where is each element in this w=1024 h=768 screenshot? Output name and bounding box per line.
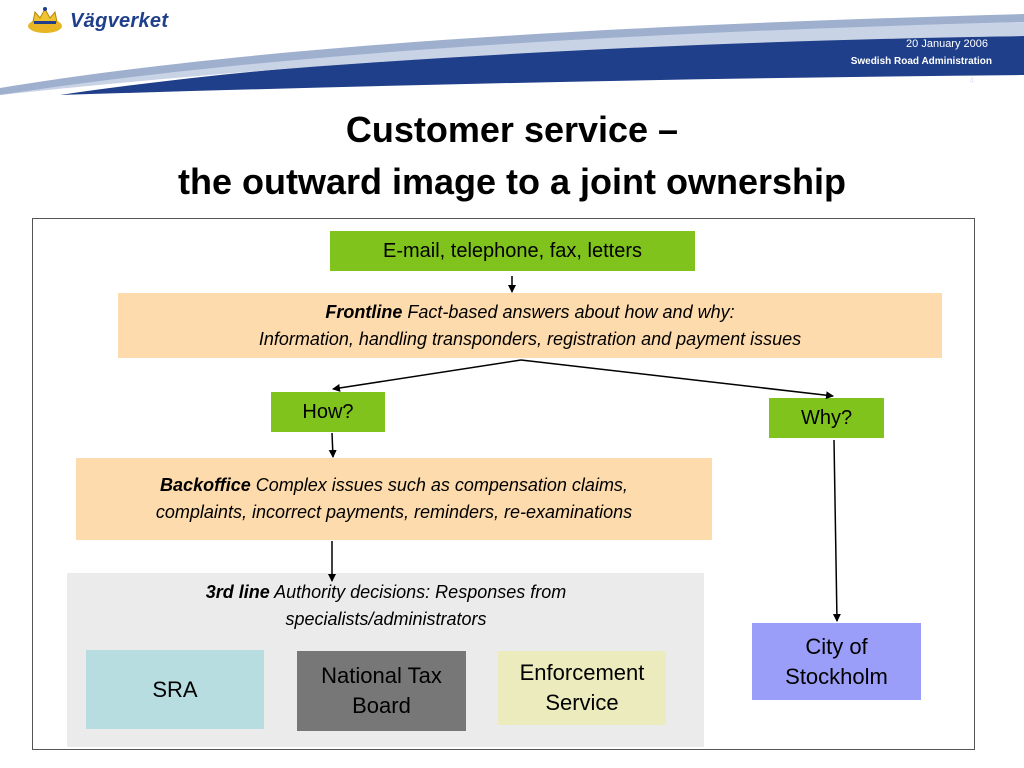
backoffice-desc-2: complaints, incorrect payments, reminder… [155,502,633,522]
tax-board-line-2: Board [352,693,411,718]
city-line-2: Stockholm [785,663,888,689]
slide-title: Customer service – the outward image to … [0,104,1024,208]
frontline-box: Frontline Fact-based answers about how a… [118,293,942,358]
sra-box: SRA [86,650,264,729]
third-line-text: 3rd line Authority decisions: Responses … [70,579,702,633]
frontline-desc-2: Information, handling transponders, regi… [258,328,802,349]
how-box: How? [271,392,385,432]
vagverket-logo: Vägverket [26,6,168,36]
backoffice-desc-1: Complex issues such as compensation clai… [255,475,628,495]
title-line-1: Customer service – [345,109,679,150]
slide-date: 20 January 2006 [906,38,988,50]
city-line-1: City of [805,633,868,659]
enforcement-line-2: Service [545,690,619,715]
organization-name: Swedish Road Administration [850,56,992,67]
why-box: Why? [769,398,884,438]
enforcement-box: Enforcement Service [498,651,666,725]
city-box: City of Stockholm [752,623,921,700]
third-line-desc-1: Authority decisions: Responses from [274,582,567,602]
frontline-label: Frontline [325,301,403,322]
page-number: 4 [969,76,974,85]
channels-box: E-mail, telephone, fax, letters [329,230,696,272]
logo-text: Vägverket [70,9,169,32]
backoffice-label: Backoffice [160,475,251,495]
header-banner [0,8,1024,95]
crown-icon [28,7,62,33]
backoffice-box: Backoffice Complex issues such as compen… [76,458,712,540]
frontline-desc-1: Fact-based answers about how and why: [407,301,735,322]
tax-board-box: National Tax Board [297,651,466,731]
diagram-frame [32,218,975,750]
title-line-2: the outward image to a joint ownership [177,161,847,202]
tax-board-line-1: National Tax [321,663,442,688]
third-line-desc-2: specialists/administrators [285,609,487,629]
third-line-label: 3rd line [205,582,270,602]
enforcement-line-1: Enforcement [519,660,645,685]
